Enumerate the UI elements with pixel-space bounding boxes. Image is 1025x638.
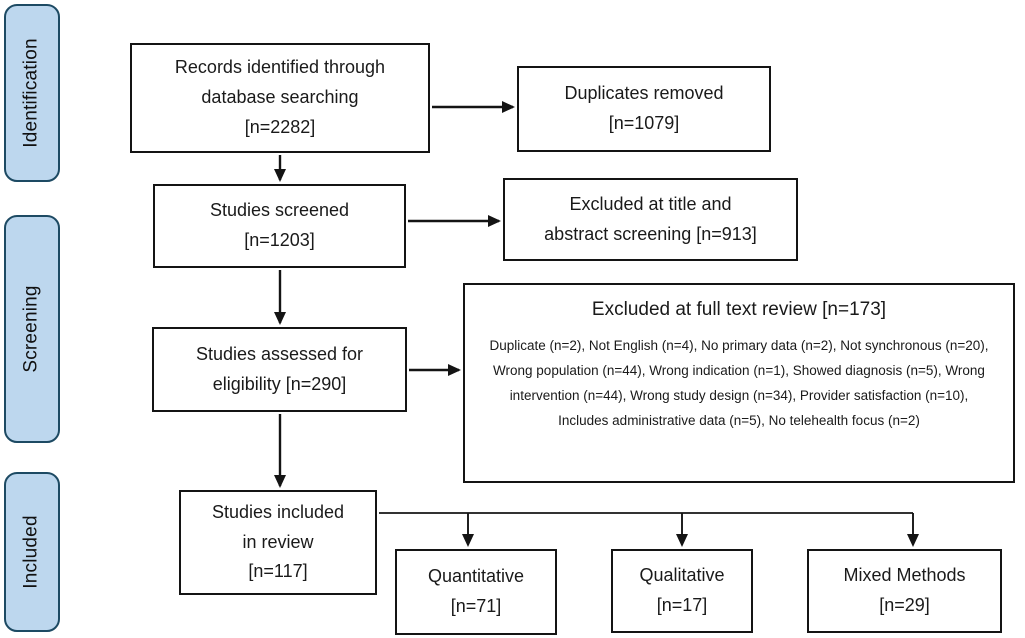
duplicates-removed-box: Duplicates removed [n=1079] — [517, 66, 771, 152]
stage-screening: Screening — [4, 215, 60, 443]
qualitative-box: Qualitative [n=17] — [611, 549, 753, 633]
stage-screening-label: Screening — [21, 285, 43, 373]
studies-included-box: Studies included in review [n=117] — [179, 490, 377, 595]
excluded-full-text-title: Excluded at full text review [n=173] — [591, 299, 887, 320]
records-identified-box: Records identified through database sear… — [130, 43, 430, 153]
stage-identification: Identification — [4, 4, 60, 182]
quantitative-box: Quantitative [n=71] — [395, 549, 557, 635]
studies-assessed-box: Studies assessed for eligibility [n=290] — [152, 327, 407, 412]
excluded-full-text-box: Excluded at full text review [n=173] Dup… — [463, 283, 1015, 483]
stage-included-label: Included — [21, 515, 42, 589]
stage-identification-label: Identification — [21, 38, 43, 148]
mixed-methods-box: Mixed Methods [n=29] — [807, 549, 1002, 633]
excluded-title-abstract-box: Excluded at title and abstract screening… — [503, 178, 798, 261]
stage-included: Included — [4, 472, 60, 632]
excluded-full-text-details: Duplicate (n=2), Not English (n=4), No p… — [489, 337, 989, 428]
studies-screened-box: Studies screened [n=1203] — [153, 184, 406, 268]
